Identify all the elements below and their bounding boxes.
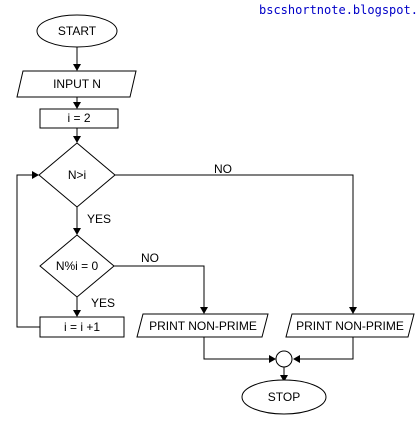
arrowhead	[280, 375, 288, 382]
edge-yes-top-label: YES	[87, 212, 111, 226]
print-non-prime-right: PRINT NON-PRIME	[285, 313, 415, 338]
stop-label: STOP	[268, 390, 300, 404]
arrowhead	[269, 355, 276, 363]
start-label: START	[58, 24, 97, 38]
arrowhead	[293, 355, 300, 363]
arrowhead	[349, 307, 357, 314]
print-left-label: PRINT NON-PRIME	[149, 319, 257, 333]
increment-label: i = i +1	[64, 320, 100, 334]
edge-print-right-merge	[299, 337, 354, 360]
decision-n-gt-i-label: N>i	[68, 168, 86, 182]
arrowhead	[73, 64, 81, 71]
decision-mod: N%i = 0	[39, 234, 115, 298]
start-terminal: START	[36, 14, 118, 48]
arrowhead	[73, 228, 81, 235]
init-process-box: i = 2	[39, 108, 119, 129]
input-label: INPUT N	[53, 77, 101, 91]
watermark-text: bscshortnote.blogspot.com	[259, 3, 417, 17]
arrowhead	[73, 136, 81, 143]
edge-loop-back	[16, 174, 40, 328]
stop-terminal: STOP	[241, 379, 327, 415]
print-right-label: PRINT NON-PRIME	[296, 319, 404, 333]
edge-no-top	[115, 174, 354, 308]
input-parallelogram: INPUT N	[16, 70, 137, 98]
merge-connector	[275, 350, 293, 368]
arrowhead	[73, 310, 81, 317]
edge-no-top-label: NO	[214, 162, 232, 176]
increment-process-box: i = i +1	[39, 316, 125, 338]
print-non-prime-left: PRINT NON-PRIME	[136, 313, 269, 338]
decision-n-gt-i: N>i	[38, 142, 116, 208]
edge-no-mod	[114, 265, 205, 308]
edge-print-left-merge	[203, 337, 270, 360]
arrowhead	[200, 307, 208, 314]
init-label: i = 2	[67, 111, 90, 125]
edge-no-mod-label: NO	[141, 251, 159, 265]
arrowhead	[32, 171, 39, 179]
decision-mod-label: N%i = 0	[56, 259, 99, 273]
edge-yes-mod-label: YES	[91, 296, 115, 310]
arrowhead	[73, 102, 81, 109]
